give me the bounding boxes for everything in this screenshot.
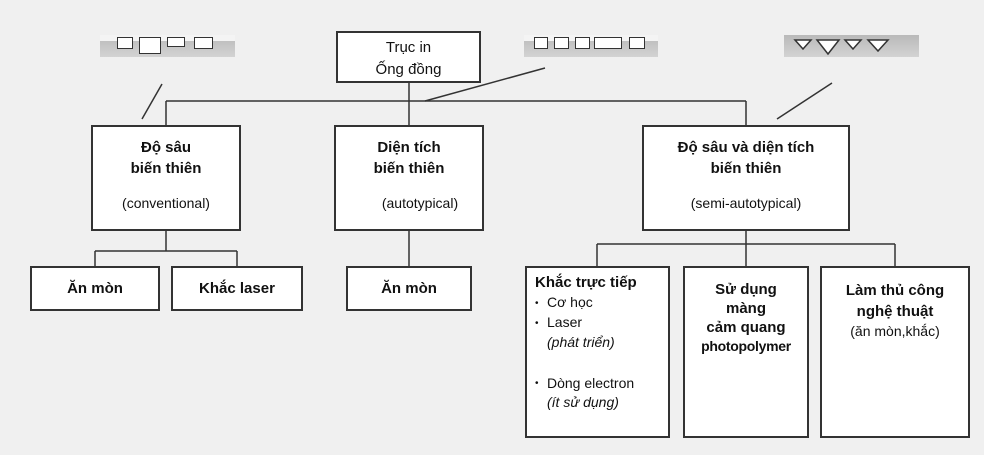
leaf-direct-item-electron: •Dòng electron — [535, 374, 635, 391]
branch-both-title-1: Độ sâu và diện tích — [677, 139, 815, 156]
cell-medium — [194, 37, 213, 49]
leaf-handcraft-note: (ăn mòn,khắc) — [850, 323, 940, 339]
leaf-handcraft-title-2: nghệ thuật — [856, 303, 934, 320]
root-line-2: Ống đồng — [375, 61, 442, 78]
branch-depth-title-1: Độ sâu — [140, 139, 191, 156]
branch-both-note: (semi-autotypical) — [690, 195, 802, 211]
leaf-etch-1-label: Ăn mòn — [67, 280, 123, 297]
leaf-photopolymer-line-4: photopolymer — [701, 338, 791, 354]
area-cells-strip — [524, 35, 658, 57]
leaf-direct-item-laser: •Laser — [535, 313, 583, 330]
leaf-handcraft-box: Làm thủ công nghệ thuật (ăn mòn,khắc) — [820, 266, 970, 438]
pointer-both-cells — [776, 82, 833, 120]
cell-small — [575, 37, 590, 49]
cell-shallow — [117, 37, 133, 49]
leaf-direct-item-mechanical: •Cơ học — [535, 294, 593, 310]
cell-deep — [139, 37, 161, 54]
root-line-1: Trục in — [385, 39, 432, 56]
leaf-photopolymer-box: Sử dụng màng cảm quang photopolymer — [683, 266, 809, 438]
leaf-etch-1-box: Ăn mòn — [30, 266, 160, 311]
leaf-handcraft-title-1: Làm thủ công — [845, 282, 945, 299]
root-box: Trục in Ống đồng — [336, 31, 481, 83]
leaf-photopolymer-line-2: màng — [725, 300, 766, 317]
cell-small — [554, 37, 569, 49]
branch-depth-title-2: biến thiên — [130, 160, 202, 177]
leaf-direct-note-developing: (phát triển) — [547, 333, 615, 350]
both-cells-strip — [784, 35, 919, 57]
branch-area-box: Diện tích biến thiên (autotypical) — [334, 125, 484, 231]
cell-shallow — [167, 37, 185, 47]
leaf-direct-box: Khắc trực tiếp •Cơ học •Laser (phát triể… — [525, 266, 670, 438]
branch-depth-box: Độ sâu biến thiên (conventional) — [91, 125, 241, 231]
triangle-cells-icon — [793, 39, 890, 56]
leaf-direct-title: Khắc trực tiếp — [535, 274, 637, 291]
leaf-laser-box: Khắc laser — [171, 266, 303, 311]
pointer-area-cells — [424, 67, 546, 102]
branch-area-note: (autotypical) — [381, 195, 459, 211]
leaf-etch-2-box: Ăn mòn — [346, 266, 472, 311]
branch-both-title-2: biến thiên — [710, 160, 782, 177]
branch-depth-note: (conventional) — [122, 195, 210, 211]
cell-small — [629, 37, 645, 49]
leaf-photopolymer-line-3: cảm quang — [706, 319, 786, 336]
branch-area-title-2: biến thiên — [373, 160, 445, 177]
leaf-direct-note-rare: (ít sử dụng) — [547, 394, 619, 411]
pointer-depth-cells — [141, 83, 163, 120]
leaf-laser-label: Khắc laser — [199, 280, 275, 297]
cell-wide — [594, 37, 622, 49]
branch-both-box: Độ sâu và diện tích biến thiên (semi-aut… — [642, 125, 850, 231]
leaf-etch-2-label: Ăn mòn — [381, 280, 437, 297]
cell-small — [534, 37, 548, 49]
depth-cells-strip — [100, 35, 235, 57]
leaf-photopolymer-line-1: Sử dụng — [715, 281, 777, 298]
branch-area-title-1: Diện tích — [377, 139, 441, 156]
